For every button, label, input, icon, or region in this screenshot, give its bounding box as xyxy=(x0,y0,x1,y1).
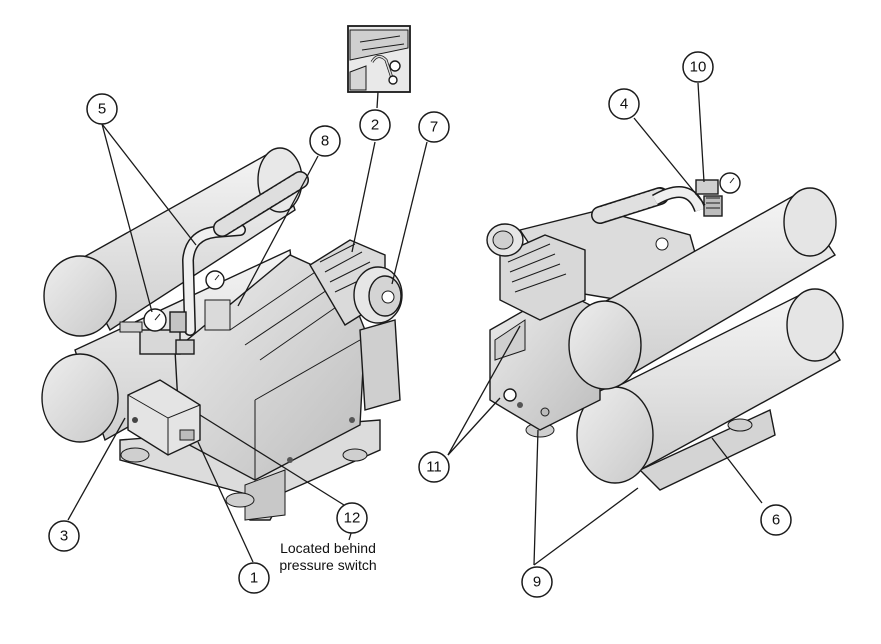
svg-text:5: 5 xyxy=(98,101,106,118)
svg-text:1: 1 xyxy=(250,570,258,587)
left-air-filter xyxy=(353,266,403,324)
right-compressor xyxy=(486,172,844,491)
location-note-line-1: Located behind xyxy=(280,540,376,556)
callout-10: 10 xyxy=(682,51,714,83)
svg-text:9: 9 xyxy=(533,574,541,591)
svg-text:8: 8 xyxy=(321,133,329,150)
callout-8: 8 xyxy=(309,125,341,157)
left-compressor xyxy=(41,147,403,521)
right-regulator xyxy=(695,172,741,217)
callout-5: 5 xyxy=(86,93,118,125)
left-carry-handle xyxy=(181,171,309,336)
callout-6: 6 xyxy=(760,504,792,536)
detail-inset xyxy=(347,25,411,93)
callout-7: 7 xyxy=(418,111,450,143)
callout-9: 9 xyxy=(521,566,553,598)
callout-3: 3 xyxy=(48,520,80,552)
svg-text:2: 2 xyxy=(371,117,379,134)
callout-4: 4 xyxy=(608,88,640,120)
svg-text:6: 6 xyxy=(772,512,780,529)
left-pressure-switch xyxy=(127,379,201,456)
svg-text:3: 3 xyxy=(60,528,68,545)
svg-text:4: 4 xyxy=(620,96,628,113)
right-upper-tank xyxy=(568,187,837,390)
callout-11: 11 xyxy=(418,451,450,483)
svg-text:11: 11 xyxy=(426,459,442,476)
callout-12: 12 xyxy=(336,502,368,534)
svg-text:7: 7 xyxy=(430,119,438,136)
callout-1: 1 xyxy=(238,562,270,594)
svg-text:12: 12 xyxy=(344,510,361,527)
leader-lines xyxy=(67,82,763,566)
right-lower-tank xyxy=(576,288,844,484)
callout-2: 2 xyxy=(359,109,391,141)
svg-text:10: 10 xyxy=(690,59,707,76)
location-note: Located behind pressure switch xyxy=(258,540,398,574)
right-cylinder-head xyxy=(486,223,586,321)
left-manifold xyxy=(119,270,231,355)
location-note-line-2: pressure switch xyxy=(279,557,377,573)
